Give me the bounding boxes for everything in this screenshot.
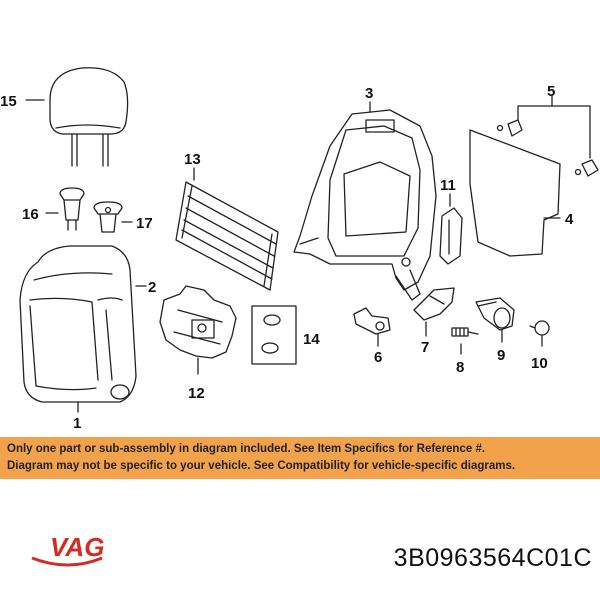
headrest-guide-part [59,187,85,231]
callout-11: 11 [440,177,456,194]
callout-14: 14 [303,331,320,348]
callout-17: 17 [136,215,153,232]
bolt-part [451,327,479,337]
headrest-part [49,67,129,167]
callout-4: 4 [565,211,574,228]
pad-kit-part [251,305,297,365]
callout-9: 9 [497,347,505,364]
callout-12: 12 [188,385,205,402]
reference-notice-banner: Only one part or sub-assembly in diagram… [0,437,600,479]
guide-bracket-part [439,207,463,265]
vag-logo: VAG [31,532,104,567]
callout-3: 3 [365,85,373,102]
support-mat-part [175,181,279,291]
callout-13: 13 [184,151,201,168]
callout-10: 10 [531,355,548,372]
callout-7: 7 [421,339,429,356]
seat-back-cushion-part [19,245,137,403]
part-number: 3B0963564C01C [393,544,592,572]
callout-6: 6 [374,349,382,366]
lumbar-mechanism-part [159,285,237,359]
notice-line-2: Diagram may not be specific to your vehi… [7,460,516,472]
seat-parts-diagram: 15 16 17 2 1 [0,67,599,430]
headrest-guide-lock-part [93,201,123,233]
adjuster-knob-part [475,297,515,331]
callout-15: 15 [0,93,17,110]
hinge-part [353,307,391,335]
callout-8: 8 [456,359,464,376]
notice-line-1: Only one part or sub-assembly in diagram… [7,443,486,455]
back-panel-part [469,129,561,257]
callout-5: 5 [547,83,555,100]
callout-2: 2 [148,279,156,296]
cover-bracket-part [413,287,455,321]
logo-text: VAG [50,532,104,562]
cap-part [529,320,550,336]
callout-16: 16 [22,206,39,223]
seat-back-frame-part [293,109,437,301]
callout-1: 1 [73,415,81,430]
clip-part [496,119,599,177]
